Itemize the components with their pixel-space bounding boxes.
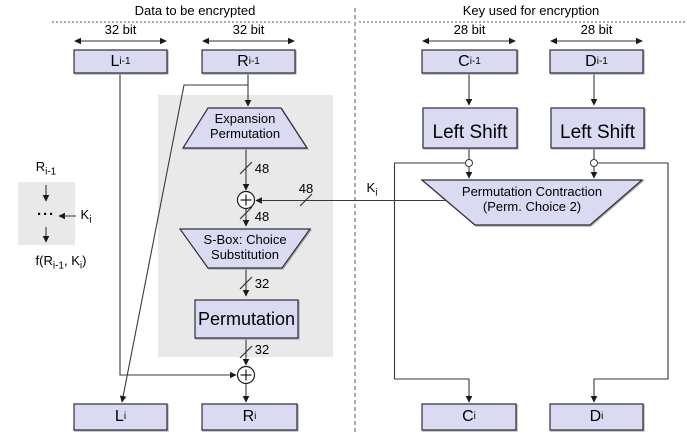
left-shift-d-box — [550, 107, 645, 149]
register-label: L — [114, 408, 124, 425]
xor1-icon — [236, 190, 256, 210]
legend-formula: f(Ri-1, Ki) — [10, 253, 112, 272]
junction-dot-d — [590, 159, 598, 167]
junction-dots — [465, 159, 598, 167]
tick-48-key — [299, 193, 313, 207]
bit-width-label-r: 32 bit — [232, 22, 265, 37]
register-subscript: i-1 — [469, 55, 481, 67]
perm-contraction-line1: Permutation Contraction — [461, 184, 603, 199]
permutation-contraction-label: Permutation Contraction (Perm. Choice 2) — [422, 184, 642, 214]
formula-part: , K — [63, 253, 80, 268]
left-shift-d-label: Left Shift — [560, 122, 635, 143]
legend-key-label: Ki — [74, 207, 98, 226]
key-loop-c — [393, 162, 473, 403]
bit-width-arrows — [74, 37, 643, 45]
expansion-permutation-label: Expansion Permutation — [183, 111, 307, 141]
ki-subscript: i — [375, 187, 378, 199]
sbox-label: S-Box: Choice Substitution — [180, 232, 310, 262]
block-shapes — [73, 49, 645, 431]
formula-part: ) — [82, 253, 87, 268]
left-shift-c-box — [422, 107, 518, 149]
register-label: C — [458, 52, 470, 70]
register-subscript: i-1 — [248, 55, 260, 67]
legend-input-subscript: i-1 — [45, 166, 57, 178]
separators — [52, 8, 686, 432]
register-label: R — [237, 52, 249, 70]
legend-key-base: K — [80, 207, 90, 222]
sbox-line2: Substitution — [211, 247, 279, 262]
wire-label-ki: Ki — [360, 180, 384, 199]
register-subscript: i — [123, 411, 127, 422]
junction-dot-c — [465, 159, 473, 167]
tick-32-perm — [239, 345, 253, 359]
legend-dots: ··· — [37, 206, 55, 223]
wire-label-32-perm: 32 — [254, 342, 270, 357]
xor-nodes — [236, 190, 256, 385]
formula-subscript: i-1 — [52, 260, 64, 272]
bit-width-label-l: 32 bit — [104, 22, 137, 37]
sbox-line1: S-Box: Choice — [203, 232, 287, 247]
wire-r-to-l-next — [119, 84, 248, 403]
permutation-label: Permutation — [197, 308, 296, 329]
register-subscript: i-1 — [119, 55, 131, 67]
register-label: D — [585, 52, 597, 70]
perm-contraction-line2: (Perm. Choice 2) — [482, 199, 582, 214]
left-shift-c-label: Left Shift — [432, 122, 508, 143]
sbox-block — [178, 228, 312, 269]
formula-part: f(R — [35, 253, 53, 268]
expansion-permutation-block — [181, 107, 309, 149]
wire-l-to-xor2 — [119, 73, 237, 379]
register-label: R — [242, 408, 255, 425]
register-d-prev-box — [549, 49, 644, 74]
ki-base: K — [366, 180, 376, 195]
register-label: C — [462, 408, 474, 425]
left-panel-title: Data to be encrypted — [134, 3, 256, 18]
tick-32-sbox — [239, 276, 253, 290]
tick-48-xor — [239, 206, 253, 220]
formula-subscript: i — [79, 260, 83, 272]
right-panel-title: Key used for encryption — [462, 3, 600, 18]
bus-width-ticks — [239, 161, 313, 359]
permutation-contraction-block — [420, 179, 644, 226]
legend-input-base: R — [35, 159, 46, 174]
xor2-icon — [236, 365, 256, 385]
register-c-next-box — [421, 403, 517, 431]
legend-input-label: Ri-1 — [24, 159, 68, 178]
key-loop-d — [590, 162, 669, 403]
register-d-next-box — [549, 403, 644, 431]
connector-lines — [42, 73, 669, 403]
permutation-box — [194, 299, 299, 339]
register-subscript: i — [473, 411, 476, 422]
expansion-line1: Expansion — [214, 111, 276, 126]
register-l-prev-box — [73, 49, 168, 74]
wire-label-48-key: 48 — [298, 181, 314, 196]
wire-label-32-sbox: 32 — [254, 276, 270, 291]
legend-key-subscript: i — [89, 214, 92, 226]
tick-48-expansion — [239, 161, 253, 175]
bit-width-label-c: 28 bit — [453, 22, 486, 37]
register-label: D — [589, 408, 602, 425]
expansion-line2: Permutation — [209, 126, 281, 141]
bit-width-label-d: 28 bit — [580, 22, 613, 37]
register-subscript: i — [254, 411, 257, 422]
wire-label-48-expansion: 48 — [254, 161, 270, 176]
register-subscript: i — [601, 411, 604, 422]
wire-label-48-xor: 48 — [254, 209, 270, 224]
register-label: L — [110, 52, 120, 70]
register-l-next-box — [73, 403, 168, 431]
register-subscript: i-1 — [596, 55, 608, 67]
register-r-next-box — [201, 403, 298, 431]
register-r-prev-box — [201, 49, 296, 74]
register-c-prev-box — [421, 49, 518, 74]
